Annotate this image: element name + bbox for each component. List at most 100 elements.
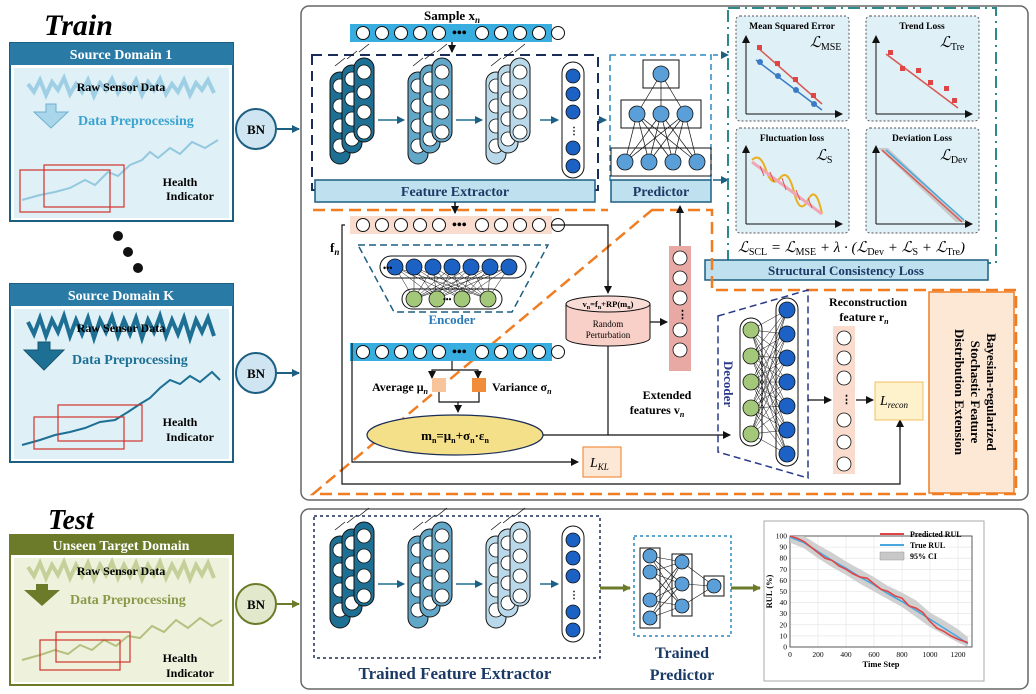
decoder-node [778, 445, 796, 463]
vector-node [475, 218, 489, 232]
output-node [565, 550, 581, 566]
ci-band [790, 536, 968, 647]
bn-label: BN [247, 122, 266, 137]
conv-layer [509, 57, 531, 143]
vector-node [475, 345, 489, 359]
vector-node [532, 26, 546, 40]
encoder-node [479, 290, 497, 308]
trained-predictor-network [639, 547, 725, 629]
ellipsis: ⋮ [677, 309, 688, 321]
health-indicator-label-1: Health [163, 415, 198, 429]
arrow [452, 369, 482, 379]
extended-node [672, 342, 688, 358]
recon-node [836, 412, 852, 428]
source-domain-k-panel: Source Domain K Raw Sensor Data Data Pre… [9, 283, 234, 463]
vector-node [356, 26, 370, 40]
encoder-node [386, 258, 404, 276]
y-tick-label: 0 [783, 643, 787, 652]
recon-label-2: feature rn [839, 310, 889, 326]
output-node [565, 104, 581, 120]
fluct-title: Fluctuation loss [760, 134, 824, 144]
conv-node [356, 104, 372, 120]
conv-node [356, 84, 372, 100]
x-axis-label: Time Step [863, 659, 900, 669]
health-indicator-label-1: Health [163, 651, 198, 665]
decoder-node [778, 421, 796, 439]
decoder-node [778, 397, 796, 415]
decoder-node [778, 325, 796, 343]
random-label: Random [593, 319, 624, 329]
x-tick-label: 1200 [951, 650, 966, 659]
edge [436, 266, 491, 300]
legend-label: True RUL [910, 541, 945, 550]
conv-node [434, 588, 450, 604]
f-label: fn [330, 240, 339, 257]
decoder-node [742, 425, 760, 443]
layer-line [436, 43, 448, 53]
scl-title: Structural Consistency Loss [768, 263, 924, 278]
output-node [565, 622, 581, 638]
arrow [351, 343, 579, 466]
down-arrow-icon [24, 584, 60, 606]
ellipsis: ••• [383, 263, 392, 273]
layer-line [346, 50, 358, 60]
window-box [33, 416, 125, 450]
decoder-node [742, 321, 760, 339]
trained-fe-label: Trained Feature Extractor [359, 664, 552, 683]
trend-loss-box: Trend Loss ℒTre [865, 15, 980, 122]
edge [461, 266, 510, 300]
output-node [565, 68, 581, 84]
conv-node [356, 588, 372, 604]
conv-node [512, 84, 528, 100]
health-indicator-label-1: Health [163, 175, 198, 189]
connector [552, 224, 609, 290]
trend-title: Trend Loss [899, 22, 945, 32]
reparam-equation: mn=μn+σn·εn [421, 428, 489, 445]
edge [660, 113, 698, 163]
train-frame [300, 5, 1029, 501]
predictor-label: Predictor [633, 185, 690, 200]
x-tick-label: 400 [840, 650, 852, 659]
conv-node [434, 64, 450, 80]
encoder-node [453, 290, 471, 308]
recon-node [836, 434, 852, 450]
conv-node [434, 104, 450, 120]
layer-line [358, 43, 370, 53]
predictor-node [616, 153, 634, 171]
encoder-node [424, 258, 442, 276]
kl-loss-box [582, 446, 622, 478]
encoder-node [405, 290, 423, 308]
output-node [565, 140, 581, 156]
recon-feature-column [833, 326, 855, 474]
edge [750, 333, 788, 409]
scl-equation: ℒSCL = ℒMSE + λ · (ℒDev + ℒS + ℒTre) [738, 240, 965, 258]
vector-node [356, 218, 370, 232]
edge [750, 333, 788, 383]
trained-predictor-label-2: Predictor [650, 667, 715, 684]
raw-sensor-signal [26, 73, 216, 102]
ellipsis-dot [123, 247, 133, 257]
y-tick-label: 70 [780, 565, 788, 574]
conv-node [356, 528, 372, 544]
output-node [565, 158, 581, 174]
edge [750, 329, 788, 431]
y-tick-label: 90 [780, 543, 788, 552]
vector-node [532, 218, 546, 232]
encoder-node [462, 258, 480, 276]
predictor-network [610, 59, 712, 177]
vector-node [394, 26, 408, 40]
layer-line [412, 57, 424, 67]
ellipsis: ⋮ [569, 126, 579, 137]
kl-loss-label: LKL [589, 456, 609, 472]
encoder-layer [379, 255, 527, 279]
vector-node [551, 26, 565, 40]
fluctuation-loss-box: Fluctuation loss ℒS [735, 127, 850, 234]
layer-box [671, 553, 693, 617]
vector-node [394, 345, 408, 359]
trained-predictor-label-1: Trained [655, 645, 709, 662]
variance-label: Variance σn [492, 380, 552, 396]
mean-square [432, 378, 446, 392]
recon-node [836, 350, 852, 366]
layer-line [334, 57, 346, 67]
vector-node [413, 218, 427, 232]
